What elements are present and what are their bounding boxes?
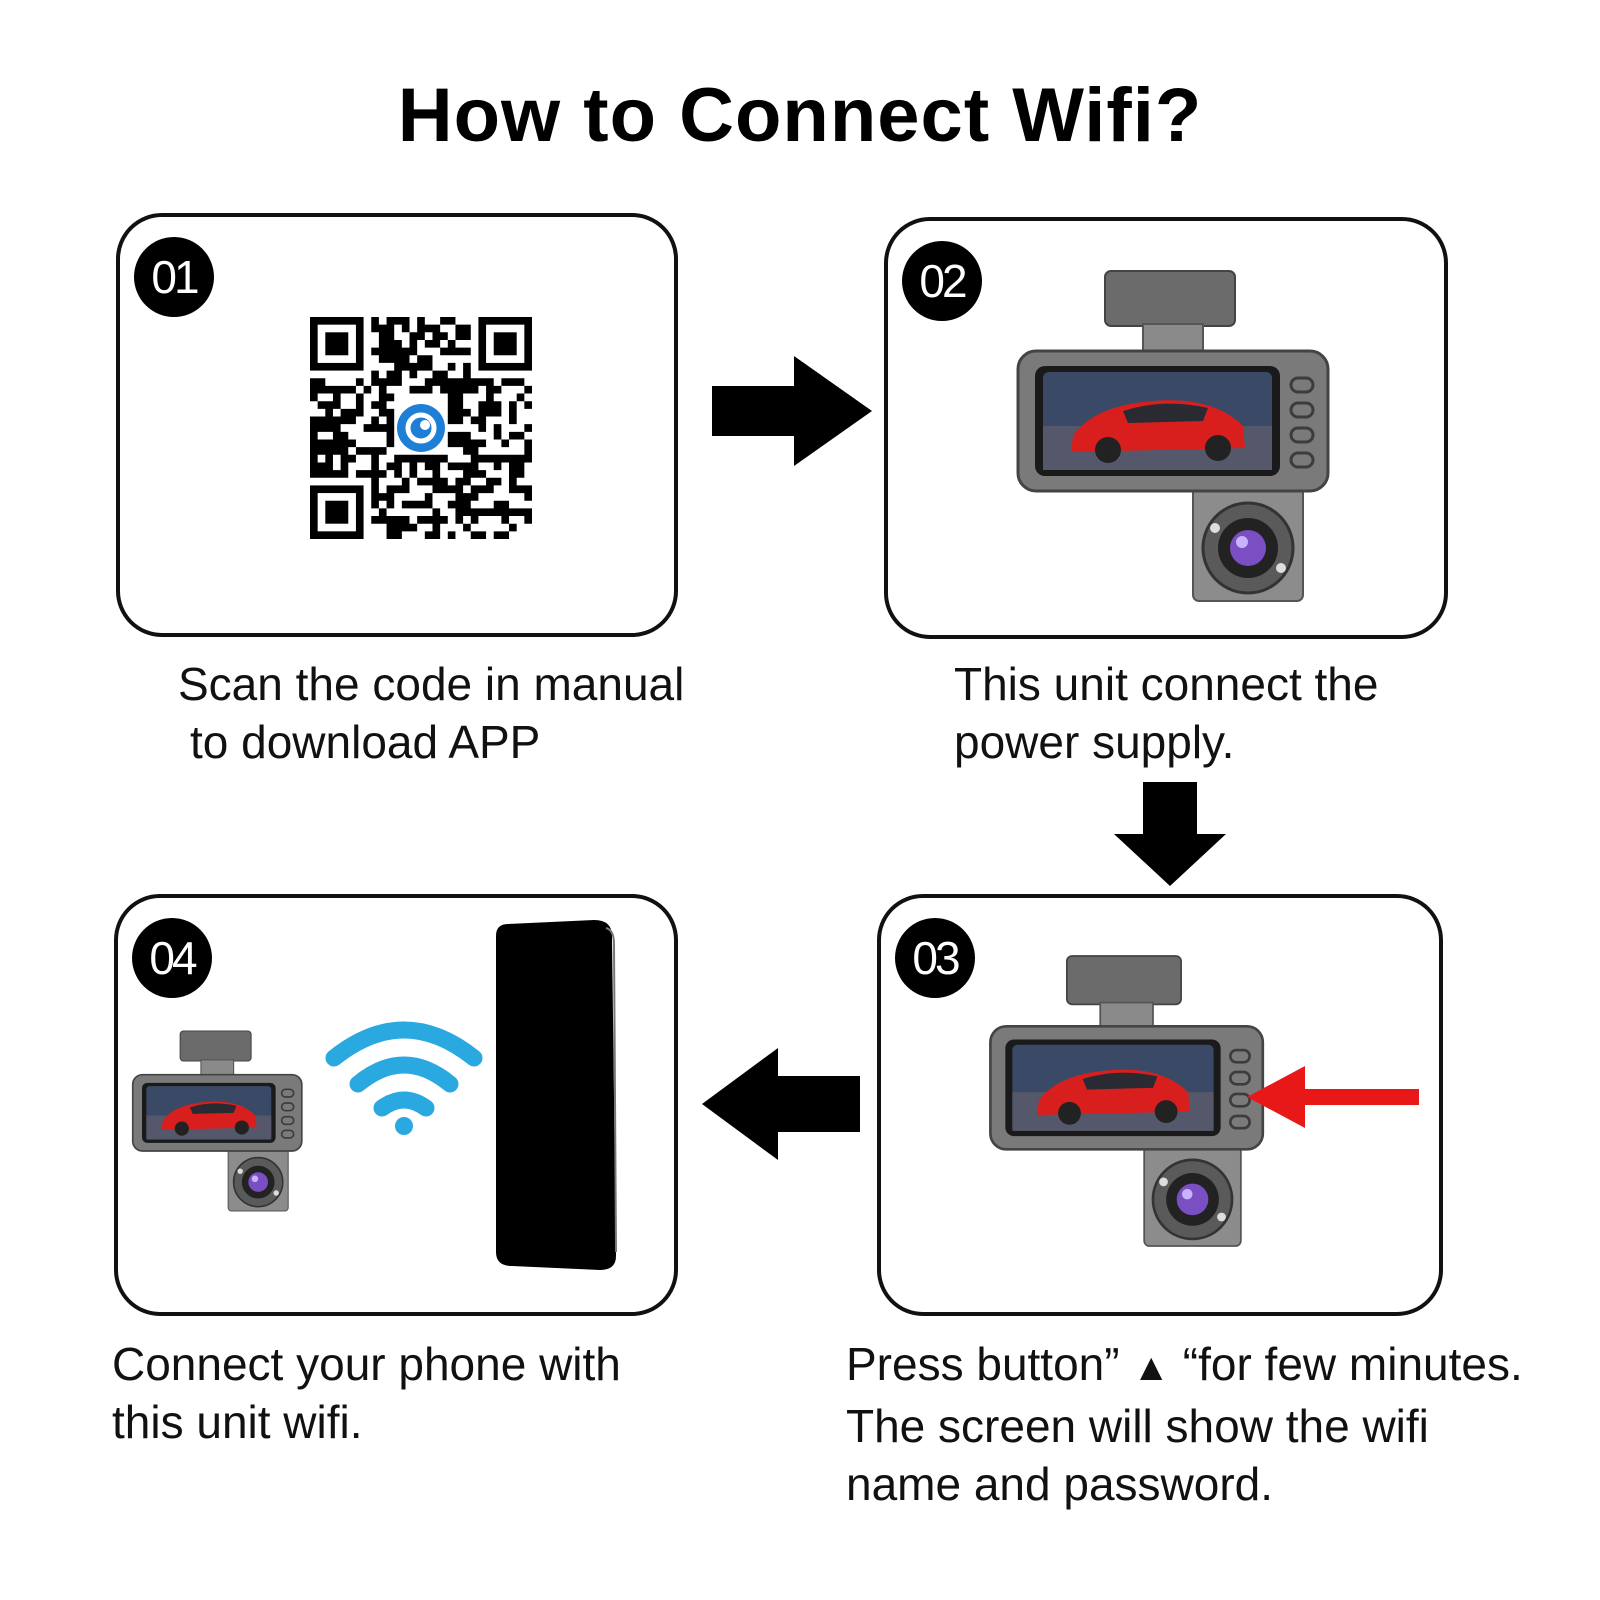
step-03-panel: 03 xyxy=(877,894,1443,1316)
smartphone-icon xyxy=(496,920,617,1270)
page-title: How to Connect Wifi? xyxy=(397,73,1203,158)
step-01-panel: 01 xyxy=(116,213,678,637)
step-03-caption: Press button” ▲ “for few minutes. The sc… xyxy=(846,1335,1523,1513)
caption-line: power supply. xyxy=(954,716,1235,768)
caption-line: this unit wifi. xyxy=(112,1396,363,1448)
step-number-badge: 02 xyxy=(902,241,982,321)
dashcam-icon xyxy=(1016,270,1330,602)
dashcam-icon xyxy=(989,955,1265,1247)
step-01-caption: Scan the code in manual to download APP xyxy=(178,655,684,771)
caption-line: Press button” ▲ “for few minutes. xyxy=(846,1338,1523,1390)
step-number-badge: 01 xyxy=(134,237,214,317)
caption-line: This unit connect the xyxy=(954,658,1379,710)
step-number-badge: 04 xyxy=(132,918,212,998)
step-04-panel: 04 xyxy=(114,894,678,1316)
arrow-right-icon xyxy=(712,356,872,466)
indicator-arrow-icon xyxy=(1247,1066,1419,1128)
step-02-caption: This unit connect the power supply. xyxy=(954,655,1378,771)
caption-line: to download APP xyxy=(190,716,541,768)
step-number-badge: 03 xyxy=(895,918,975,998)
step-04-caption: Connect your phone with this unit wifi. xyxy=(112,1335,621,1451)
caption-line: name and password. xyxy=(846,1458,1274,1510)
caption-line: Connect your phone with xyxy=(112,1338,621,1390)
up-triangle-icon: ▲ xyxy=(1132,1347,1170,1389)
wifi-icon xyxy=(325,1021,483,1135)
caption-line: The screen will show the wifi xyxy=(846,1400,1429,1452)
arrow-down-icon xyxy=(1114,782,1226,886)
step-02-panel: 02 xyxy=(884,217,1448,639)
arrow-left-icon xyxy=(702,1048,860,1160)
dashcam-icon xyxy=(131,1030,303,1212)
caption-line: Scan the code in manual xyxy=(178,658,685,710)
qr-code-icon[interactable] xyxy=(310,317,532,539)
